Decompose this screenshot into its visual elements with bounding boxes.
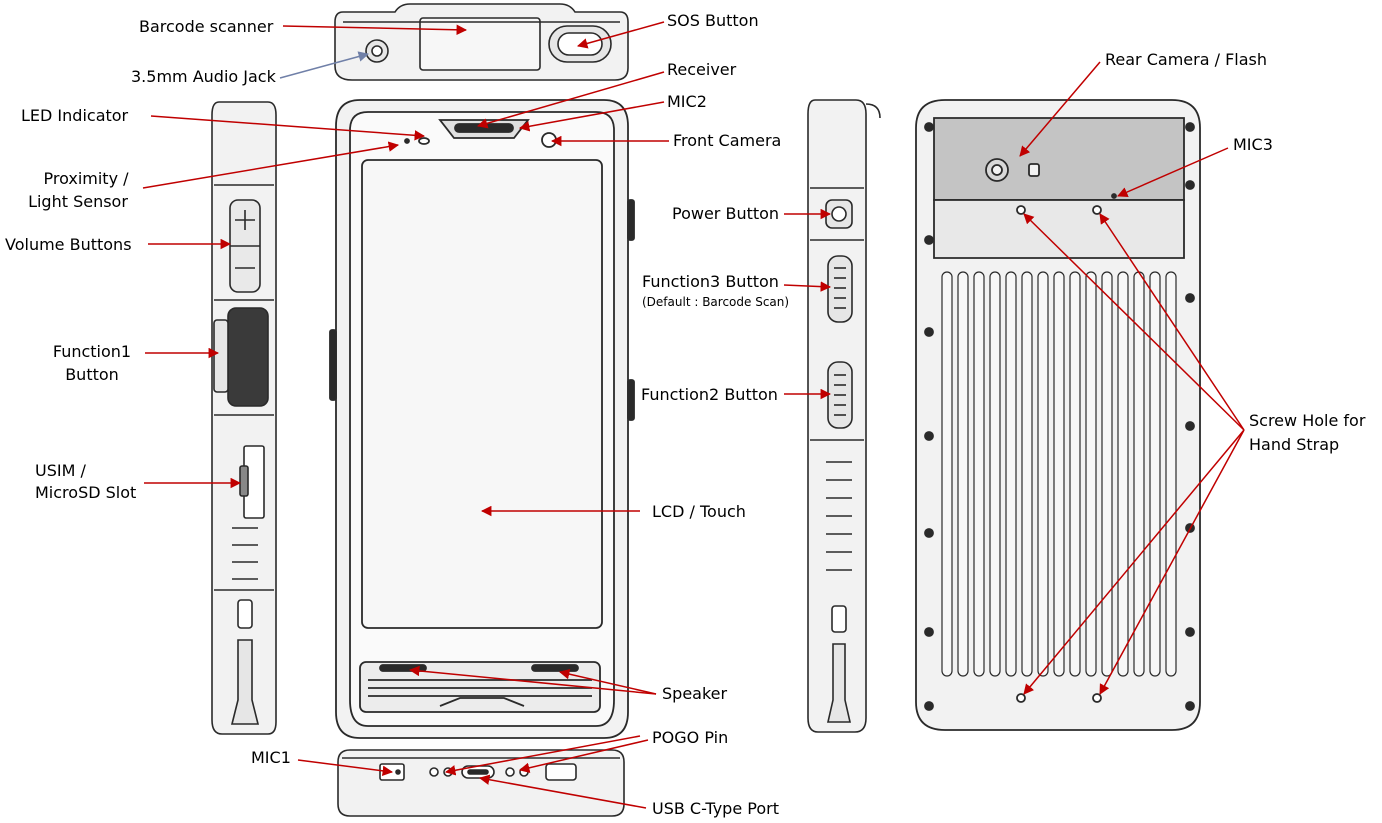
leader-speaker-left: [408, 665, 657, 695]
leader-rear-camera: [1019, 61, 1101, 157]
label-audio-jack: 3.5mm Audio Jack: [131, 67, 276, 86]
leader-function3: [783, 281, 832, 292]
label-lcd-touch: LCD / Touch: [652, 502, 746, 521]
leader-speaker-right: [558, 668, 657, 695]
leader-mic1: [297, 759, 394, 777]
label-usim-2: MicroSD Slot: [35, 483, 137, 502]
label-mic3: MIC3: [1233, 135, 1273, 154]
label-power-button: Power Button: [672, 204, 780, 223]
front-view: [329, 99, 635, 739]
leader-usb: [478, 774, 647, 809]
leader-pogo-right: [518, 739, 649, 773]
leader-led: [150, 115, 426, 141]
label-led-indicator: LED Indicator: [21, 106, 129, 125]
label-function3-default: (Default : Barcode Scan): [642, 295, 790, 309]
leader-sos: [576, 21, 665, 49]
bottom-view: [337, 749, 625, 817]
label-sos-button: SOS Button: [667, 11, 759, 30]
leader-mic2: [518, 101, 665, 132]
label-proximity-1: Proximity /: [43, 169, 129, 188]
label-function3-button: Function3 Button: [642, 272, 779, 291]
label-mic1: MIC1: [251, 748, 291, 767]
leader-screw-2: [1099, 213, 1245, 431]
label-receiver: Receiver: [667, 60, 737, 79]
label-screw-hole-2: Hand Strap: [1249, 435, 1340, 454]
label-function2-button: Function2 Button: [641, 385, 778, 404]
label-usim-1: USIM /: [35, 461, 86, 480]
left-side-view: [211, 101, 277, 735]
leader-barcode: [282, 24, 468, 36]
label-proximity-2: Light Sensor: [28, 192, 128, 211]
leader-lines: [142, 21, 1245, 809]
label-function1-2: Button: [65, 365, 119, 384]
top-view: [334, 3, 629, 81]
leader-proximity: [142, 141, 400, 189]
label-front-camera: Front Camera: [673, 131, 782, 150]
right-side-view: [807, 99, 881, 733]
leader-screw-4: [1099, 429, 1245, 695]
label-speaker: Speaker: [662, 684, 728, 703]
label-usb-port: USB C-Type Port: [652, 799, 779, 818]
leader-screw-3: [1023, 429, 1245, 695]
label-function1-1: Function1: [52, 342, 132, 361]
leader-screw-1: [1023, 213, 1245, 431]
label-rear-camera: Rear Camera / Flash: [1105, 50, 1267, 69]
leader-pogo-left: [444, 735, 641, 776]
leader-audio-jack: [279, 51, 370, 79]
label-pogo-pin: POGO Pin: [652, 728, 729, 747]
label-mic2: MIC2: [667, 92, 707, 111]
label-barcode-scanner: Barcode scanner: [139, 17, 274, 36]
label-volume-buttons: Volume Buttons: [5, 235, 132, 254]
label-screw-hole-1: Screw Hole for: [1249, 411, 1366, 430]
leader-receiver: [476, 71, 665, 129]
rear-view: [915, 99, 1201, 731]
leader-mic3: [1117, 147, 1229, 198]
